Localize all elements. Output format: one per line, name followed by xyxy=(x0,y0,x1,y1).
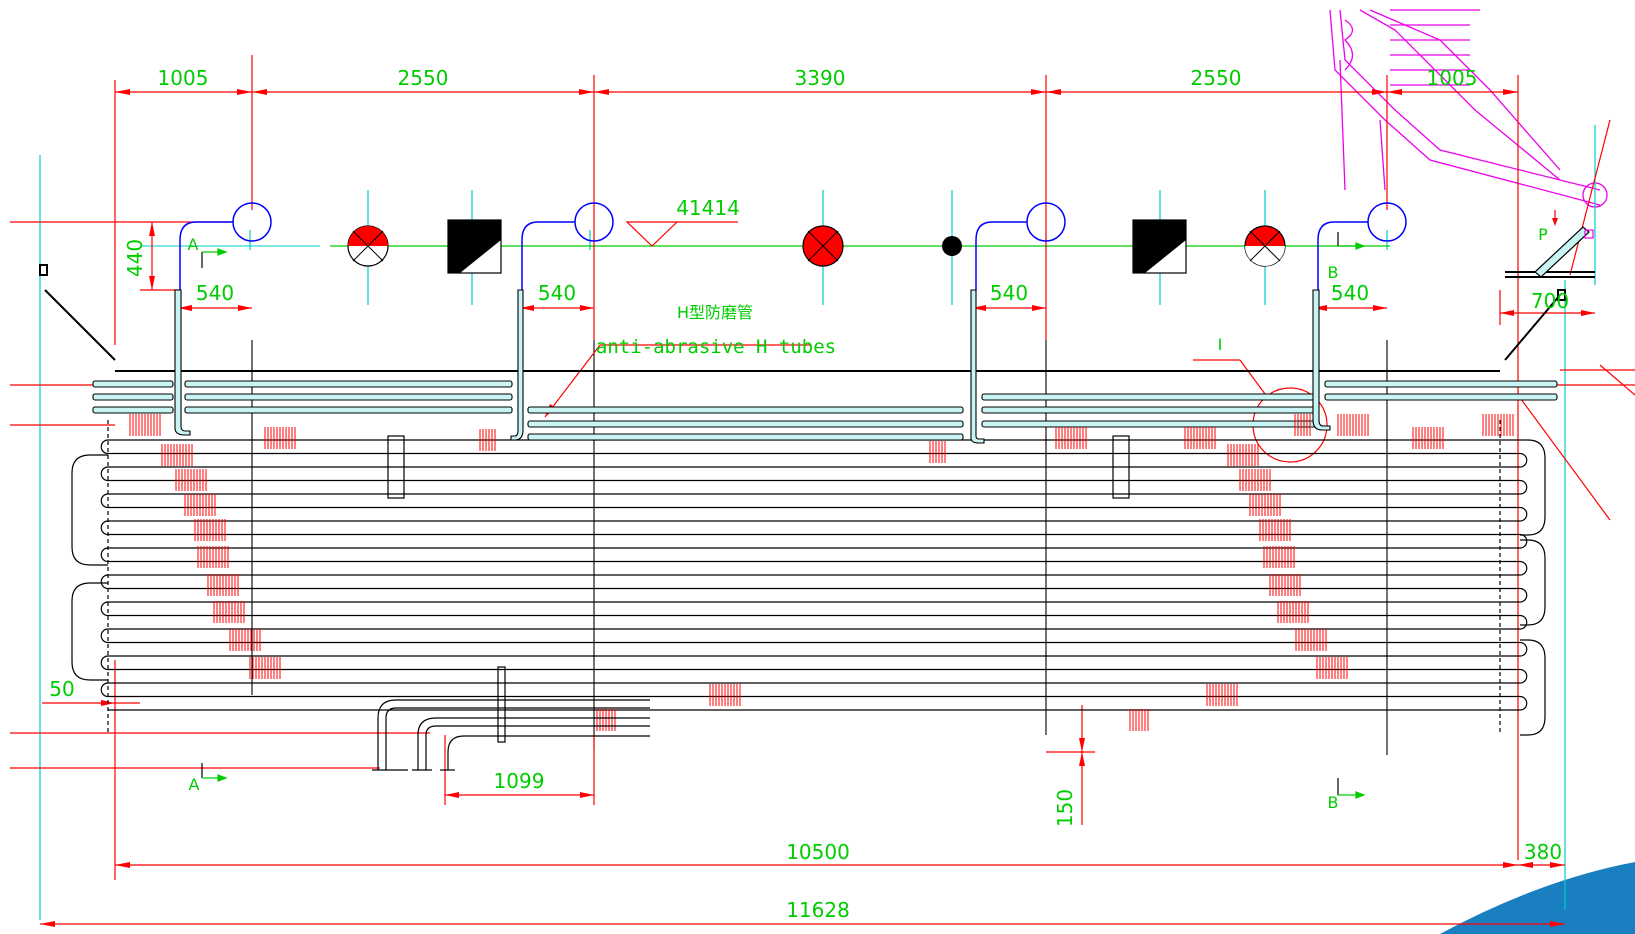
labels: 1005 2550 3390 2550 1005 440 540 540 540… xyxy=(49,66,1569,922)
section-b-top: B xyxy=(1328,263,1339,282)
outer-loop xyxy=(1520,439,1546,536)
h-tube-label-cn: H型防磨管 xyxy=(677,303,753,322)
u-bend xyxy=(100,547,109,563)
section-a-bottom: A xyxy=(189,775,200,794)
tube-coil xyxy=(71,420,1546,736)
detail-label: I xyxy=(1218,335,1223,354)
dim-top-5: 1005 xyxy=(1427,66,1478,90)
u-bend xyxy=(100,682,109,698)
outer-loop xyxy=(1520,539,1546,626)
u-bend xyxy=(1519,587,1528,603)
dim-150: 150 xyxy=(1053,789,1077,827)
h-tube-label-en: anti-abrasive H tubes xyxy=(596,336,836,358)
u-bend xyxy=(1519,452,1528,468)
u-bend xyxy=(1519,560,1528,576)
h-tube xyxy=(981,406,1319,414)
dim-1099: 1099 xyxy=(494,769,545,793)
support-strips xyxy=(387,435,1130,499)
u-bend xyxy=(1519,614,1528,630)
h-tube xyxy=(1324,380,1558,388)
dim-50: 50 xyxy=(49,677,74,701)
h-tube xyxy=(92,406,174,414)
gate-symbol-1 xyxy=(447,219,502,274)
h-tube xyxy=(184,393,513,401)
outer-loop xyxy=(71,582,108,681)
dim-700: 700 xyxy=(1531,289,1569,313)
u-bend xyxy=(100,628,109,644)
h-tube xyxy=(527,433,964,441)
u-bend xyxy=(100,439,109,455)
inlet-pipes xyxy=(372,666,650,771)
u-bend xyxy=(100,655,109,671)
u-bend xyxy=(100,574,109,590)
h-tube xyxy=(981,393,1319,401)
outer-loop xyxy=(1520,639,1546,736)
h-tube xyxy=(184,380,513,388)
dimension-lines xyxy=(10,55,1635,925)
u-bend xyxy=(100,466,109,482)
section-markers xyxy=(201,210,1558,799)
gate-symbol-2 xyxy=(1132,219,1187,274)
valve-symbol-1 xyxy=(347,225,389,267)
dim-540-1: 540 xyxy=(196,281,234,305)
u-bend xyxy=(1519,533,1528,549)
hatch-marks xyxy=(129,414,1514,731)
dim-10500: 10500 xyxy=(786,840,850,864)
section-a-top: A xyxy=(188,235,199,254)
u-bend xyxy=(1519,641,1528,657)
dim-11628: 11628 xyxy=(786,898,850,922)
support-bracket xyxy=(1534,226,1594,278)
section-b-bottom: B xyxy=(1328,793,1339,812)
dim-440: 440 xyxy=(123,239,147,277)
u-bend xyxy=(100,601,109,617)
u-bend xyxy=(1519,668,1528,684)
magenta-duct xyxy=(1329,9,1608,208)
u-bend xyxy=(100,520,109,536)
u-bend xyxy=(100,493,109,509)
h-tube xyxy=(92,393,174,401)
outer-loop xyxy=(71,454,108,566)
h-tube xyxy=(527,420,964,428)
corner-swoosh xyxy=(1440,862,1635,934)
h-tube xyxy=(527,406,964,414)
dim-540-3: 540 xyxy=(990,281,1028,305)
h-tube xyxy=(981,420,1319,428)
dim-top-2: 2550 xyxy=(398,66,449,90)
dim-540-2: 540 xyxy=(538,281,576,305)
dim-540-4: 540 xyxy=(1331,281,1369,305)
h-tubes xyxy=(92,380,1558,441)
top-plate xyxy=(39,264,1595,372)
dim-top-4: 2550 xyxy=(1191,66,1242,90)
headers xyxy=(179,202,1407,290)
drain-point xyxy=(942,236,962,256)
dim-arrowheads xyxy=(40,89,1595,927)
valve-symbol-3 xyxy=(1244,225,1286,267)
dim-380: 380 xyxy=(1524,840,1562,864)
u-bend xyxy=(1519,479,1528,495)
u-bend xyxy=(1519,695,1528,711)
h-tube xyxy=(184,406,513,414)
load-label: P xyxy=(1538,225,1548,244)
dim-top-3: 3390 xyxy=(795,66,846,90)
h-tube xyxy=(92,380,174,388)
elevation-marker xyxy=(625,221,738,247)
dim-top-1: 1005 xyxy=(158,66,209,90)
u-bend xyxy=(1519,506,1528,522)
header-symbols xyxy=(347,219,1286,274)
elevation-label: 41414 xyxy=(676,196,740,220)
h-tube xyxy=(1324,393,1558,401)
header-risers xyxy=(174,289,1331,444)
valve-symbol-2 xyxy=(802,225,844,267)
